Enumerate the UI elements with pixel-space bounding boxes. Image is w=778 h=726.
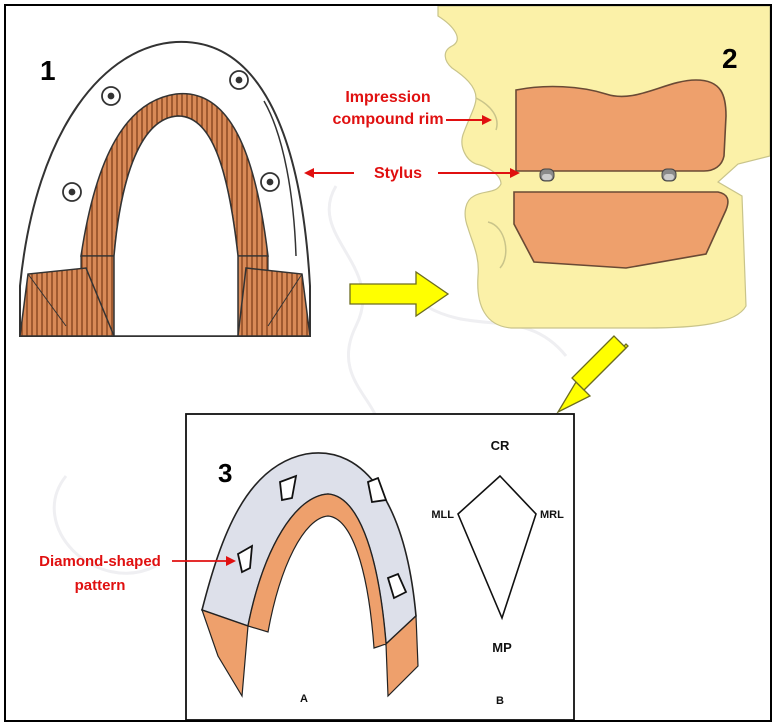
diamond-label-line-1: Diamond-shaped (39, 553, 161, 570)
diagram-canvas: 1 2 Impression compound rim Stylus (6, 6, 770, 720)
panel-3-sublabel-b: B (496, 695, 504, 707)
panel-3-gothic-arch: CR MLL MRL MP 3 A B (186, 414, 574, 720)
panel-1-occlusion-rim: 1 (20, 42, 310, 336)
stylus-label-text: Stylus (374, 165, 422, 182)
diamond-label-line-2: pattern (75, 577, 126, 594)
panel-2-number: 2 (722, 43, 738, 74)
panel-3-number: 3 (218, 458, 232, 488)
panel-1-number: 1 (40, 55, 56, 86)
panel-2-profile: 2 (438, 6, 770, 328)
impression-label-line-1: Impression (345, 89, 430, 106)
tracing-label-mll: MLL (431, 509, 454, 521)
tracing-label-mp: MP (492, 640, 512, 655)
tracing-label-mrl: MRL (540, 509, 564, 521)
panel-3-sublabel-a: A (300, 693, 308, 705)
tracing-label-cr: CR (491, 438, 510, 453)
impression-label-line-2: compound rim (332, 111, 443, 128)
diagram-frame: 1 2 Impression compound rim Stylus (4, 4, 772, 722)
